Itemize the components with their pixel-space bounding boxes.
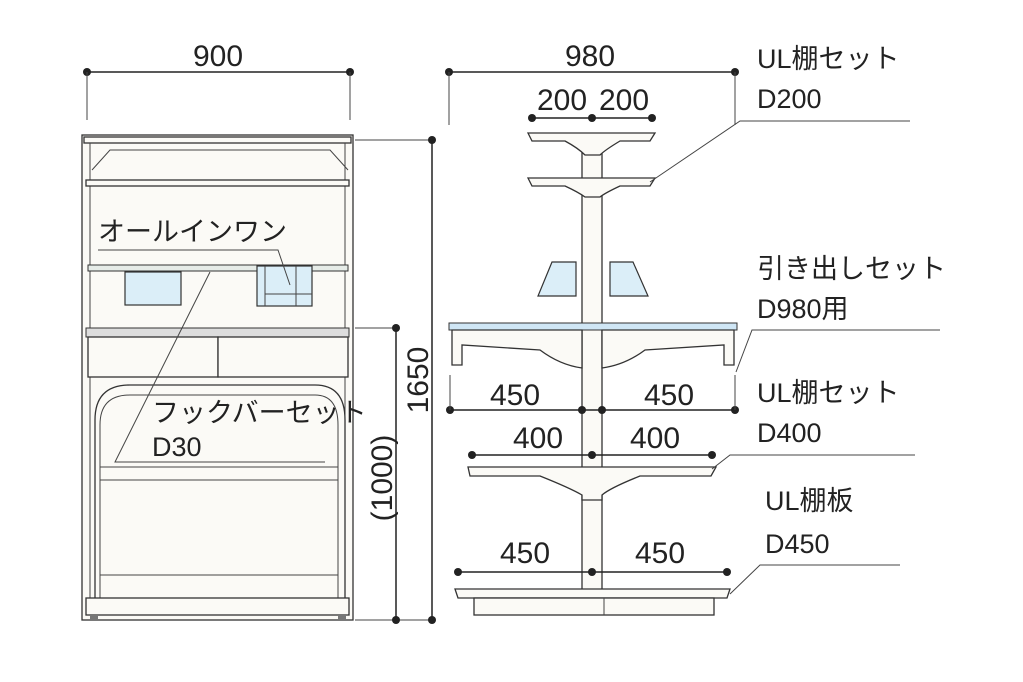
ul-shelf-top (526, 132, 657, 156)
ul-shelf-second (526, 177, 657, 198)
drawer-set-top (448, 322, 738, 331)
drawer-glass-right (609, 261, 649, 297)
label-ul-shelf-set-mid-depth: D400 (757, 418, 822, 448)
side-width-dim: 980 (565, 40, 615, 73)
mid-shelf-dim-left: 400 (513, 422, 563, 455)
mid-shelf-dim-right: 400 (630, 422, 680, 455)
label-ul-shelf-set-top-depth: D200 (757, 84, 822, 114)
hook-bar-frame (94, 384, 346, 600)
height-dim: 1650 (402, 347, 435, 414)
center-post (581, 134, 603, 599)
label-ul-shelf-board: UL棚板 (765, 486, 854, 516)
ul-shelf-mid (467, 466, 718, 501)
base-shelf-dim-right: 450 (635, 537, 685, 570)
label-ul-shelf-board-depth: D450 (765, 529, 830, 559)
all-in-one-unit (256, 265, 313, 307)
label-hook-bar-set: フックバーセット (152, 398, 367, 428)
label-drawer-set: 引き出しセット (757, 254, 946, 284)
front-width-dim: 900 (193, 40, 243, 73)
label-drawer-set-depth: D980用 (757, 294, 849, 324)
counter-height-dim: (1000) (366, 435, 399, 522)
counter-top (85, 327, 350, 338)
drawer-dim-right: 450 (644, 379, 694, 412)
top-shelf (85, 179, 350, 187)
top-shelf-dim-right: 200 (599, 84, 649, 117)
drawer-left (87, 336, 219, 378)
label-ul-shelf-set-mid: UL棚セット (757, 378, 900, 408)
drawer-set-right (601, 329, 735, 369)
ul-shelf-board-base (454, 588, 731, 599)
front-view: 900 1650 (1000) オールインワン フックバーセッ (81, 40, 436, 624)
drawer-glass-left (537, 261, 577, 297)
drawer-set-left (451, 329, 583, 369)
side-view: 980 200 200 450 450 400 400 450 450 (445, 40, 946, 616)
drawer-right (217, 336, 349, 378)
label-ul-shelf-set-top: UL棚セット (757, 44, 900, 74)
base-shelf-dim-left: 450 (500, 537, 550, 570)
label-hook-bar-depth: D30 (152, 432, 202, 462)
hook-bar (87, 264, 349, 272)
top-shelf-dim-left: 200 (537, 84, 587, 117)
base-plinth-side (473, 597, 715, 616)
label-all-in-one: オールインワン (98, 217, 287, 247)
base-plinth (85, 597, 350, 616)
product-box (124, 271, 182, 306)
drawer-dim-left: 450 (490, 379, 540, 412)
